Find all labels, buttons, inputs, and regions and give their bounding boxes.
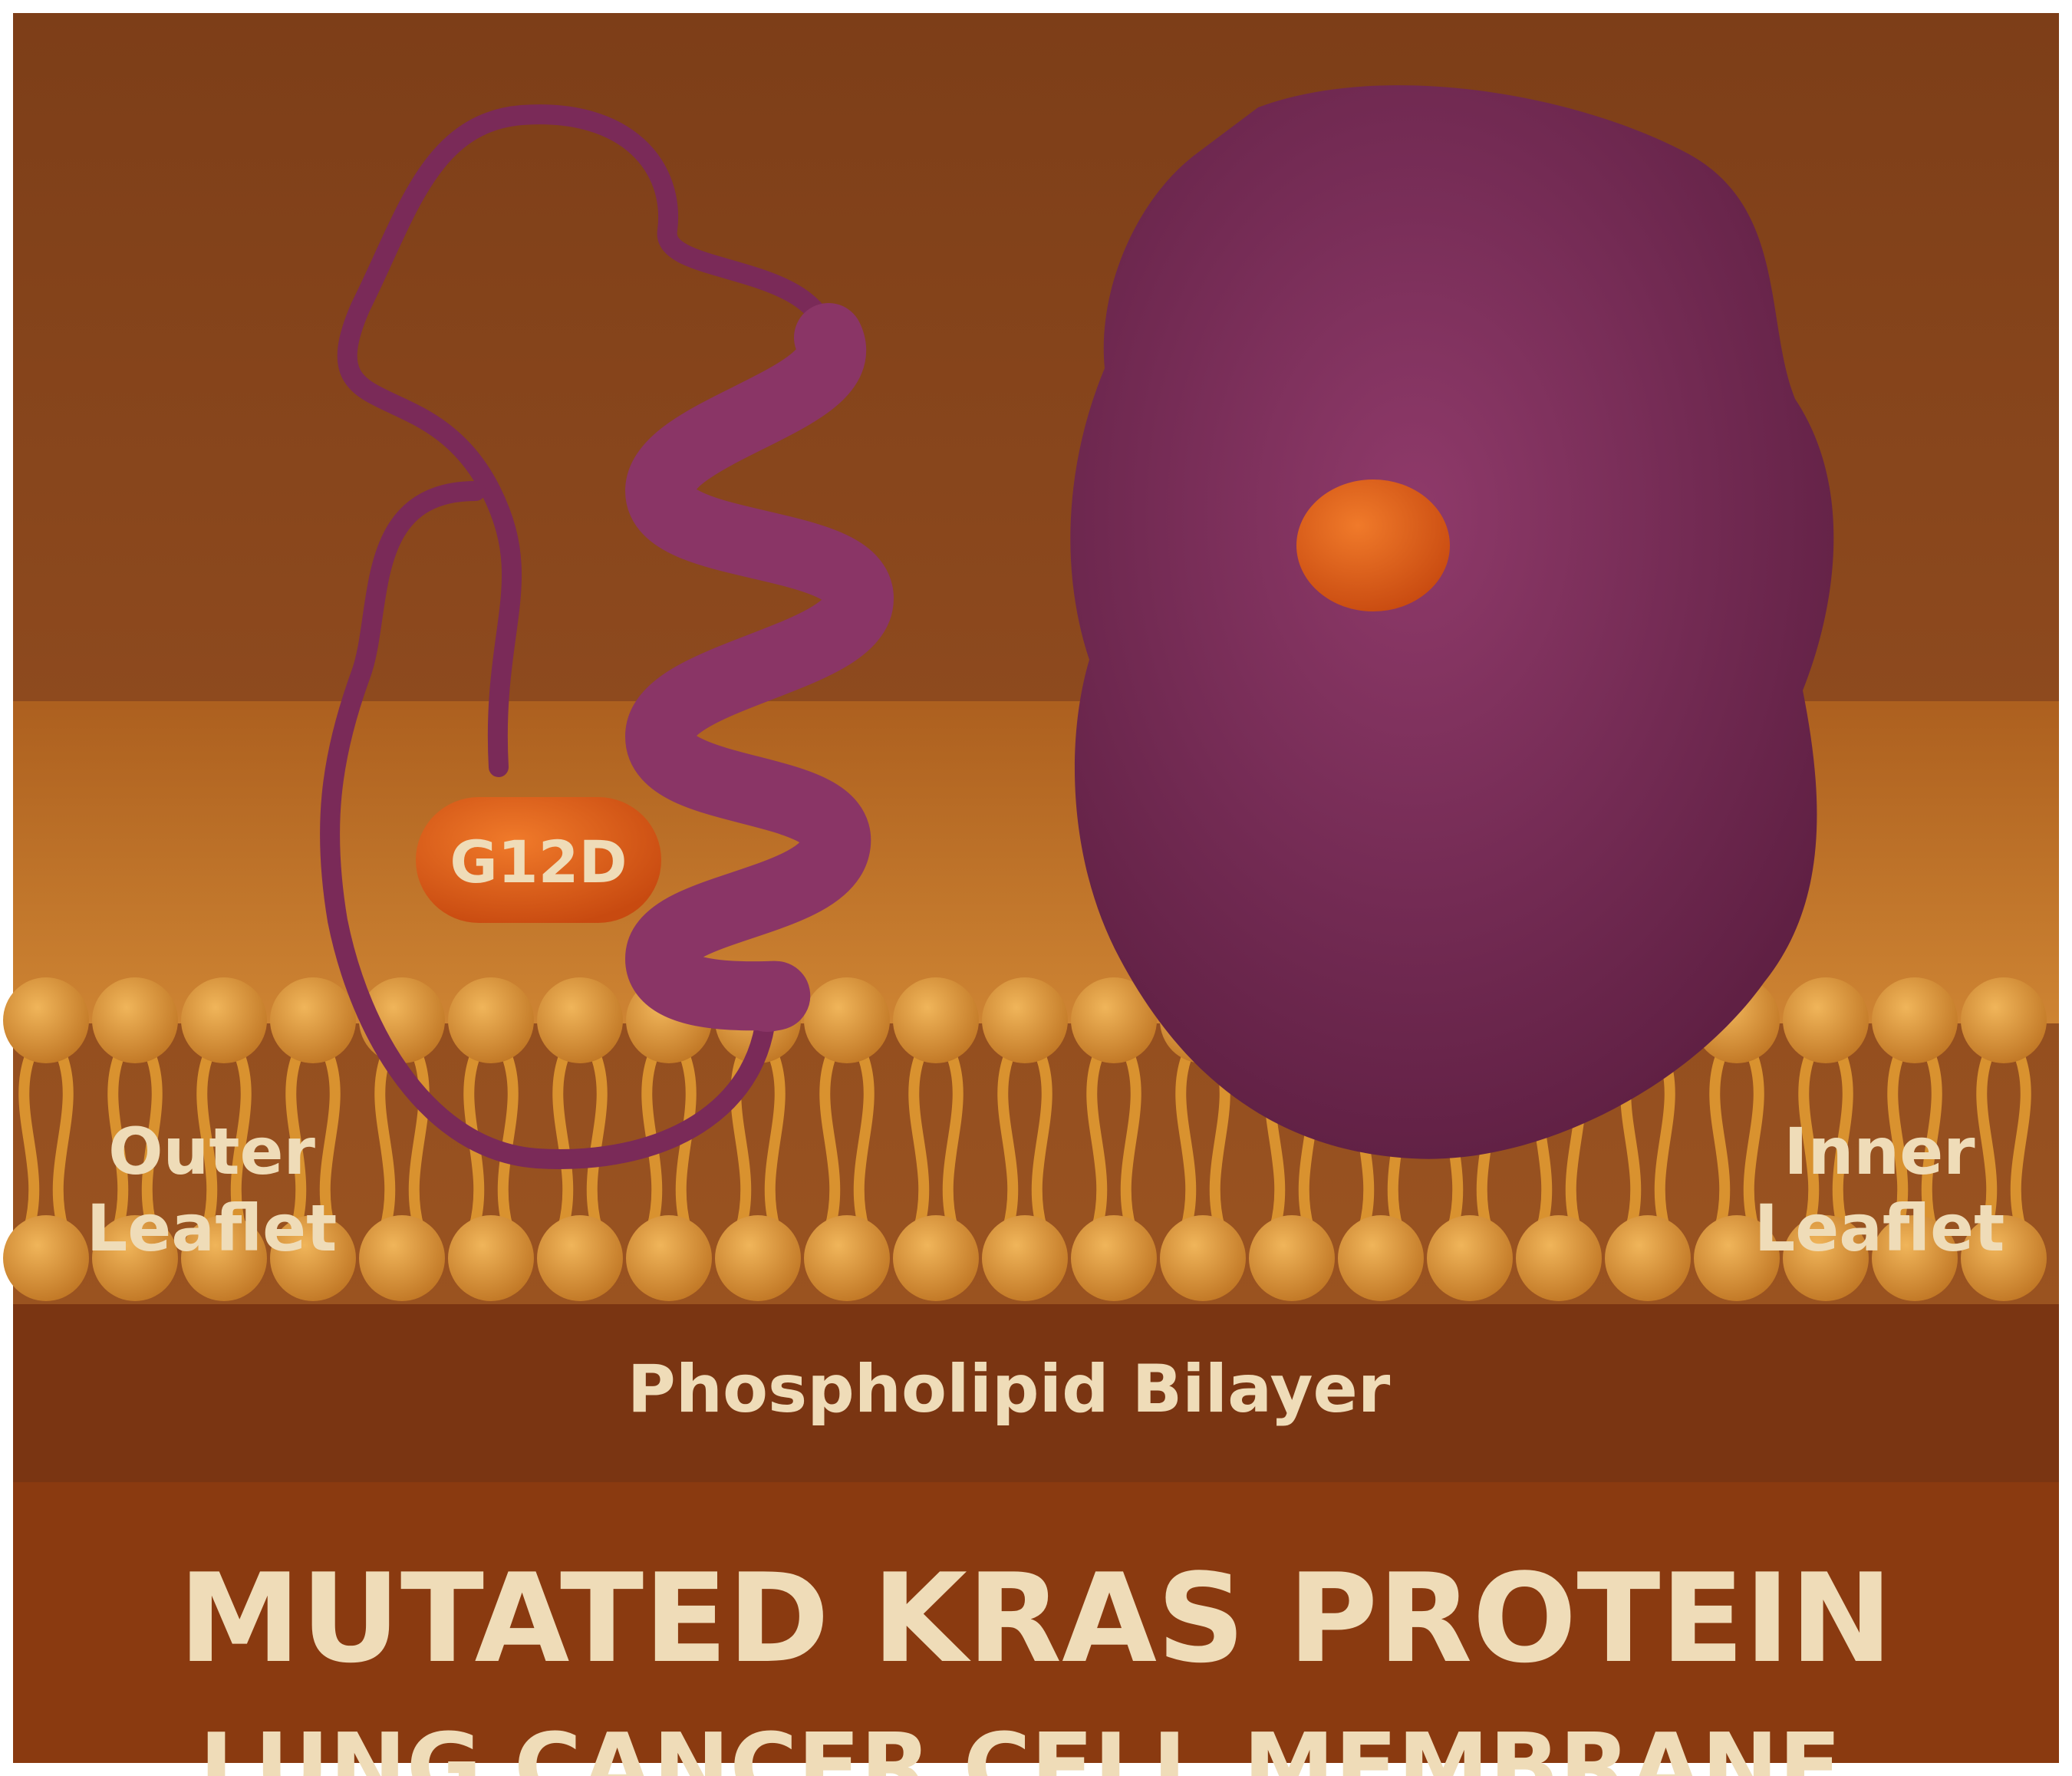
lipid-head bbox=[1605, 1215, 1691, 1301]
lipid-head bbox=[359, 1215, 445, 1301]
lipid-head bbox=[3, 977, 89, 1063]
lipid-tail bbox=[997, 1056, 1052, 1229]
lipid-head bbox=[270, 977, 356, 1063]
kras-globular-protein bbox=[1070, 85, 1834, 1159]
lipid-head bbox=[804, 1215, 890, 1301]
inner-leaflet-label-line1: Inner bbox=[1784, 1114, 1975, 1189]
lipid-head bbox=[1961, 977, 2047, 1063]
lipid-tails bbox=[18, 1056, 2031, 1229]
lipid-head bbox=[1872, 1215, 1958, 1301]
lipid-head bbox=[1783, 1215, 1869, 1301]
binding-site-dot bbox=[1296, 479, 1450, 611]
lipid-head bbox=[893, 1215, 979, 1301]
lipid-tail bbox=[819, 1056, 875, 1229]
lipid-head bbox=[448, 1215, 534, 1301]
lipid-tail bbox=[196, 1056, 252, 1229]
lipid-tail bbox=[107, 1056, 163, 1229]
title: MUTATED KRAS PROTEIN bbox=[179, 1547, 1893, 1690]
g12d-mutation-badge: G12D bbox=[416, 797, 661, 923]
lipid-head bbox=[1427, 1215, 1513, 1301]
lipid-tail bbox=[374, 1056, 430, 1229]
lipid-head bbox=[1783, 977, 1869, 1063]
lipid-tail bbox=[1798, 1056, 1853, 1229]
lipid-head bbox=[1516, 1215, 1602, 1301]
lipid-head bbox=[1872, 977, 1958, 1063]
outer-leaflet-label-line1: Outer bbox=[108, 1114, 315, 1189]
lipid-head bbox=[92, 1215, 178, 1301]
lipid-head bbox=[270, 1215, 356, 1301]
lipid-head bbox=[1694, 1215, 1780, 1301]
lipid-tail bbox=[1887, 1056, 1942, 1229]
lipid-head bbox=[1071, 977, 1157, 1063]
lipid-head bbox=[181, 977, 267, 1063]
outer-leaflet-label-line2: Leaflet bbox=[87, 1191, 338, 1266]
lipid-head bbox=[982, 1215, 1068, 1301]
lipid-tail bbox=[18, 1056, 74, 1229]
lipid-head bbox=[626, 1215, 712, 1301]
kras-ribbon-protein bbox=[320, 104, 894, 1169]
lipid-tail bbox=[908, 1056, 964, 1229]
mutation-label: G12D bbox=[450, 828, 627, 896]
subtitle: LUNG CANCER CELL MEMBRANE bbox=[199, 1715, 1842, 1776]
lipid-head bbox=[1249, 1215, 1335, 1301]
lipid-tail bbox=[1976, 1056, 2031, 1229]
lipid-head bbox=[1338, 1215, 1424, 1301]
lipid-head bbox=[537, 977, 623, 1063]
lipid-tail bbox=[285, 1056, 341, 1229]
lipid-head bbox=[1160, 1215, 1246, 1301]
lipid-head bbox=[1071, 1215, 1157, 1301]
lipid-tail bbox=[1709, 1056, 1764, 1229]
lipid-tail bbox=[552, 1056, 608, 1229]
lipid-head bbox=[893, 977, 979, 1063]
lipid-head bbox=[1961, 1215, 2047, 1301]
lipid-head bbox=[715, 1215, 801, 1301]
lipid-head bbox=[982, 977, 1068, 1063]
title-band bbox=[13, 1482, 2059, 1763]
lipid-tail bbox=[1086, 1056, 1141, 1229]
inner-leaflet-label-line2: Leaflet bbox=[1754, 1191, 2005, 1266]
lipid-head bbox=[181, 1215, 267, 1301]
lipid-head bbox=[3, 1215, 89, 1301]
lipid-head bbox=[537, 1215, 623, 1301]
lipid-head bbox=[448, 977, 534, 1063]
lipid-head bbox=[92, 977, 178, 1063]
lipid-head bbox=[804, 977, 890, 1063]
membrane-label: Phospholipid Bilayer bbox=[628, 1351, 1391, 1428]
lower-band bbox=[13, 1304, 2059, 1482]
